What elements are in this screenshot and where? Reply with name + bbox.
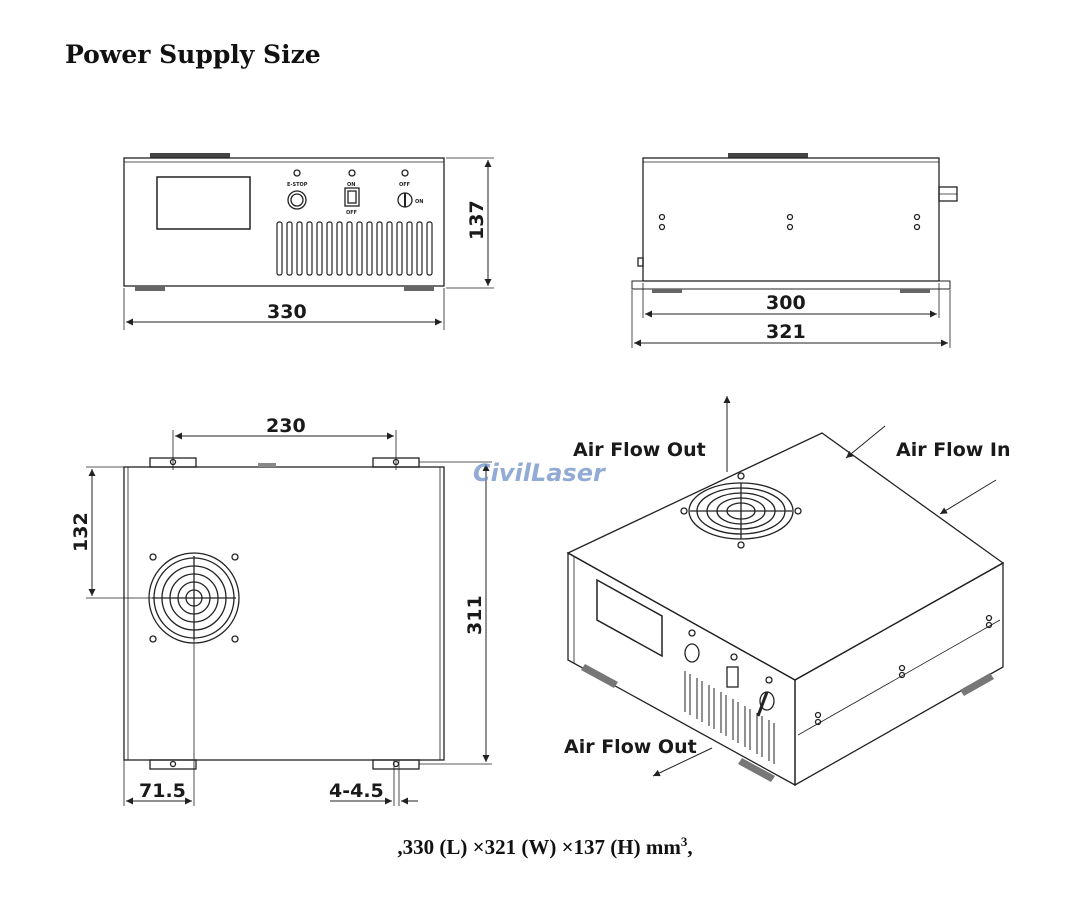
label-estop: E-STOP: [287, 182, 308, 188]
page-title: Power Supply Size: [65, 40, 321, 69]
top-panel: [123, 466, 445, 761]
dimensions-caption: ,330 (L) ×321 (W) ×137 (H) mm3,: [0, 834, 1090, 860]
dim-mount-spacing: 230: [266, 415, 306, 437]
top-view: [86, 430, 492, 806]
caption-tail: ,: [687, 835, 693, 859]
label-off: OFF: [346, 210, 357, 216]
front-display-window: [156, 176, 251, 230]
dim-front-width: 330: [267, 301, 307, 323]
side-view: [631, 153, 958, 348]
label-air-flow-in: Air Flow In: [896, 439, 1011, 461]
rocker-switch-icon: [344, 187, 360, 207]
dim-fan-offset-x: 71.5: [139, 780, 186, 802]
iso-display-window: [596, 578, 663, 658]
label-air-flow-out-front: Air Flow Out: [564, 736, 697, 758]
label-off-key: OFF: [399, 182, 410, 188]
dim-hole: 4-4.5: [329, 780, 384, 802]
dim-side-outer: 321: [766, 321, 806, 343]
isometric-view: [566, 396, 1005, 787]
front-panel: [123, 157, 445, 287]
front-view: [123, 153, 494, 330]
caption-superscript: 3: [680, 834, 688, 849]
estop-button-icon: [287, 190, 307, 210]
label-air-flow-out-top: Air Flow Out: [573, 439, 706, 461]
label-on-key: ON: [415, 199, 423, 205]
dim-front-height: 137: [466, 200, 488, 240]
iso-estop-icon: [684, 643, 700, 663]
dim-side-inner: 300: [766, 292, 806, 314]
watermark-logo: CivilLaser: [473, 459, 607, 487]
dim-depth: 311: [464, 595, 486, 635]
iso-fan-icon: [680, 472, 802, 549]
caption-text: ,330 (L) ×321 (W) ×137 (H) mm: [397, 835, 681, 859]
iso-rocker-icon: [726, 666, 739, 688]
label-on: ON: [347, 182, 355, 188]
top-view-fan-icon: [148, 552, 240, 644]
dim-fan-offset-y: 132: [70, 512, 92, 552]
